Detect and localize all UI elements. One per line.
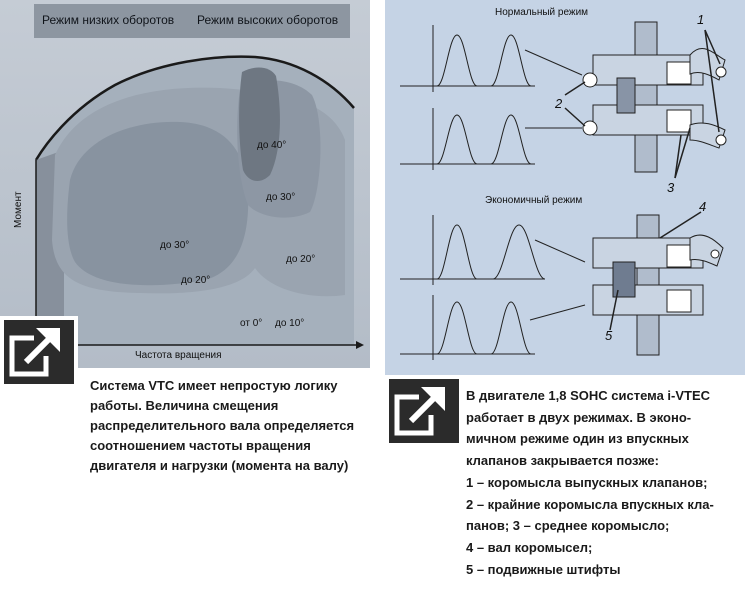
zone-30-center	[67, 121, 249, 286]
mode-low-label: Режим низких оборотов	[42, 13, 175, 27]
y-axis-label: Момент	[13, 191, 24, 228]
valve-lift-graphs	[400, 25, 586, 360]
title-economy-mode: Экономичный режим	[485, 195, 582, 206]
arrow-out-icon	[385, 375, 463, 445]
callout-3: 3	[667, 180, 675, 195]
caption-line: 4 – вал коромысел;	[466, 539, 593, 555]
callout-2: 2	[554, 96, 563, 111]
title-normal-mode: Нормальный режим	[495, 7, 588, 18]
caption-line: 2 – крайние коромысла впускных кла-	[466, 496, 714, 512]
callout-4: 4	[699, 199, 706, 214]
mode-bar: Режим низких оборотов Режим высоких обор…	[34, 4, 350, 38]
zone-40	[239, 67, 280, 182]
vtc-map-panel: до 40° до 30° до 30° до 20° до 20° от 0°…	[0, 0, 370, 368]
rocker-assembly-normal	[564, 21, 727, 179]
vtc-map-diagram: до 40° до 30° до 30° до 20° до 20° от 0°…	[13, 55, 364, 361]
zone-label-30-center: до 30°	[160, 240, 189, 251]
caption-line: 1 – коромысла выпускных клапанов;	[466, 474, 708, 490]
ivtec-caption: В двигателе 1,8 SOHC система i-VTEC рабо…	[466, 385, 741, 580]
ivtec-diagram-panel: Нормальный режим Экономичный режим	[385, 0, 745, 375]
rocker-assembly-economy	[592, 211, 724, 356]
zone-label-20-left: до 20°	[181, 275, 210, 286]
callout-1: 1	[697, 12, 704, 27]
caption-line: работает в двух режимах. В эконо-	[466, 409, 692, 425]
zone-label-30-right: до 30°	[266, 192, 295, 203]
callout-5: 5	[605, 328, 613, 343]
arrow-out-icon	[0, 316, 78, 386]
zone-label-40: до 40°	[257, 140, 286, 151]
mode-high-label: Режим высоких оборотов	[197, 13, 339, 27]
x-axis-label: Частота вращения	[135, 350, 221, 361]
zone-label-10: до 10°	[275, 318, 304, 329]
caption-line: мичном режиме один из впускных	[466, 431, 689, 447]
caption-line: В двигателе 1,8 SOHC система i-VTEC	[466, 388, 711, 403]
vtc-caption: Система VTC имеет непростую логику работ…	[90, 378, 355, 473]
caption-line: 5 – подвижные штифты	[466, 561, 621, 577]
caption-line: панов; 3 – среднее коромысло;	[466, 518, 670, 534]
zone-label-0: от 0°	[240, 318, 262, 329]
ivtec-diagram: Нормальный режим Экономичный режим	[400, 7, 727, 360]
zone-label-20-right: до 20°	[286, 254, 315, 265]
caption-line: клапанов закрывается позже:	[466, 453, 659, 469]
